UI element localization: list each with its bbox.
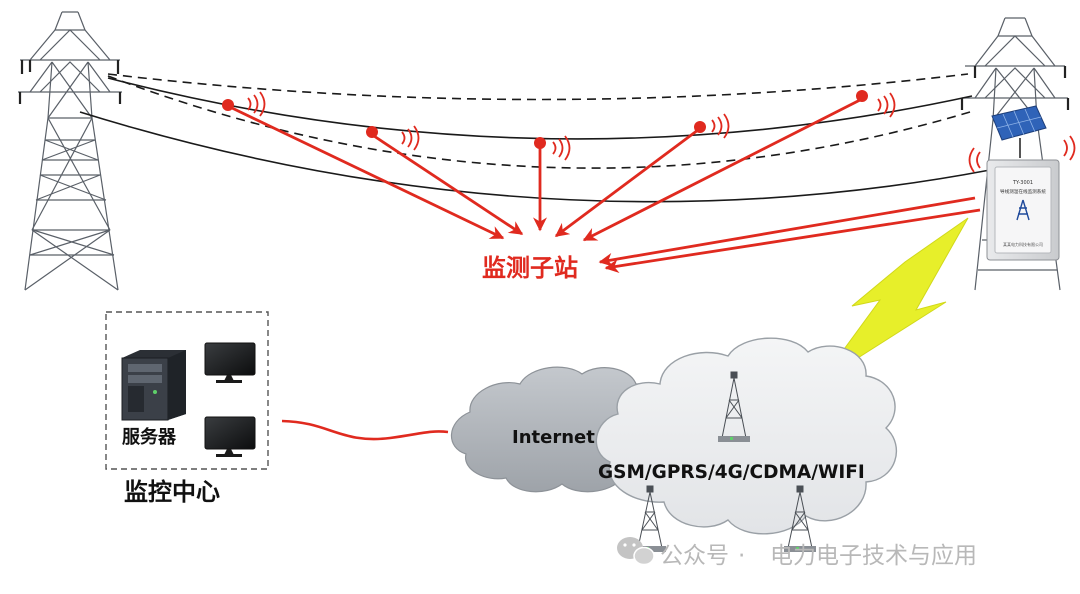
monitor-box-icon: TY-3001 导线测温在线监测系统 某某电力科技有限公司 (968, 135, 1076, 261)
substation-label: 监测子站 (482, 254, 578, 282)
cell-tower-icon-1 (718, 371, 750, 442)
cell-tower-icon-3 (784, 485, 816, 552)
device-model: TY-3001 (1012, 180, 1033, 186)
monitor-center-label: 监控中心 (124, 478, 220, 506)
watermark-name: 电力电子技术与应用 (770, 543, 977, 569)
lightning-bolt-icon (819, 217, 969, 383)
display-monitor-icon-2 (204, 416, 256, 457)
conductor-solid-lower (79, 111, 991, 203)
server-tower-icon (121, 350, 186, 421)
sensor-node-icon-1 (222, 91, 266, 117)
watermark-separator: · (738, 543, 745, 569)
server-label: 服务器 (122, 426, 177, 448)
solar-panel-icon (991, 105, 1047, 158)
device-maker: 某某电力科技有限公司 (1003, 241, 1043, 247)
sensor-node-icon-3 (534, 135, 571, 161)
conductor-dashed-upper (107, 73, 969, 101)
power-conductors (79, 73, 991, 203)
device-title: 导线测温在线监测系统 (1000, 188, 1046, 195)
wireless-cloud (595, 337, 897, 535)
signal-arrows (231, 98, 981, 273)
watermark-prefix: 公众号 (660, 543, 729, 569)
display-monitor-icon-1 (204, 342, 256, 383)
wechat-icon (617, 537, 655, 566)
monitor-center-frame (105, 311, 269, 470)
sensor-node-icon-4 (694, 113, 730, 139)
left-transmission-tower-icon (18, 11, 122, 291)
internet-label: Internet (512, 427, 595, 448)
internet-link (281, 419, 449, 441)
wireless-label: GSM/GPRS/4G/CDMA/WIFI (598, 462, 865, 483)
